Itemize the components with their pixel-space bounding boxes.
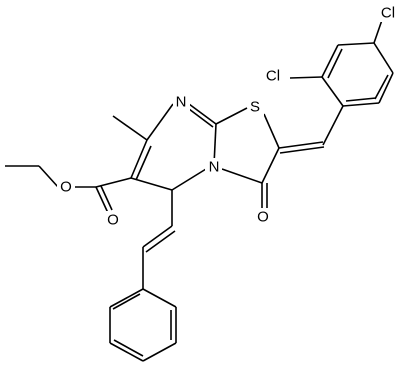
bond-c7-n8 — [146, 103, 174, 141]
atom-label-cl2: Cl — [266, 68, 280, 85]
atom-label-n-fused: N — [209, 159, 220, 176]
bond-c5-c6 — [130, 177, 173, 191]
bond-n4-c5 — [171, 168, 207, 191]
bond-ph-3-double — [113, 339, 144, 357]
bond-ar-c3-c4 — [337, 42, 375, 46]
atom-oxygen-ketone: O — [254, 208, 272, 226]
bond-c8a-s — [215, 107, 248, 125]
bond-ar-c1-c2 — [321, 76, 344, 107]
bond-ar-c6-c1 — [342, 102, 380, 107]
atom-cl-4: Cl — [378, 4, 400, 22]
atom-oxygen-ester-carbonyl: O — [104, 211, 122, 229]
bond-ar-c5-c6-double — [374, 74, 389, 100]
atom-nitrogen-ring: N — [173, 93, 190, 111]
bond-ph-6 — [142, 288, 177, 308]
bond-ar-c4-c5 — [373, 42, 394, 74]
bond-ph-4 — [142, 342, 177, 362]
bond-c2-c3 — [261, 147, 280, 184]
bond-methyl — [112, 115, 148, 141]
bond-ph-1-double — [112, 293, 141, 310]
atom-label-n-ring: N — [176, 94, 187, 111]
bond-benzylidene-2 — [279, 146, 325, 154]
atom-nitrogen-fused: N — [205, 158, 222, 176]
bond-ar-c2-c3-double — [327, 48, 343, 79]
atom-label-o-ester-carbonyl: O — [107, 212, 119, 229]
atom-label-o-ester-ether: O — [60, 179, 72, 196]
bond-vinyl-1 — [142, 225, 173, 248]
bond-to-dichlorophenyl — [322, 105, 344, 146]
bond-ar-c6-c1-double — [345, 97, 377, 102]
bond-c3-n4 — [221, 168, 263, 184]
bond-n8-c8a — [188, 103, 217, 125]
bond-s-c2 — [263, 113, 280, 149]
bond-ph-3 — [109, 342, 144, 362]
bond-ar-c5-c6 — [378, 72, 394, 104]
bond-ar-cl2 — [289, 76, 323, 79]
bond-c6-c7 — [130, 139, 148, 179]
atom-oxygen-ester-ether: O — [57, 178, 75, 196]
bond-n8-c8a-double — [188, 108, 214, 128]
bond-ar-c2-c3 — [321, 44, 339, 78]
atom-label-o-ketone: O — [257, 209, 269, 226]
bond-ar-cl4 — [373, 19, 383, 44]
bond-c6-c7-double — [135, 145, 152, 181]
bond-ethyl-ch2-o — [38, 165, 59, 188]
bond-ph-1 — [109, 288, 144, 308]
atom-cl-2: Cl — [260, 67, 286, 85]
bond-vinyl-2 — [145, 230, 176, 253]
bond-ester-to-ring — [95, 177, 132, 188]
atom-label-s1: S — [250, 99, 260, 116]
bond-benzylidene-1 — [278, 141, 324, 149]
atom-label-cl1: Cl — [381, 5, 395, 22]
atom-sulfur: S — [248, 98, 264, 116]
bond-ester-carbonyl-1 — [95, 186, 109, 214]
bond-ester-carbonyl-2 — [100, 185, 113, 211]
